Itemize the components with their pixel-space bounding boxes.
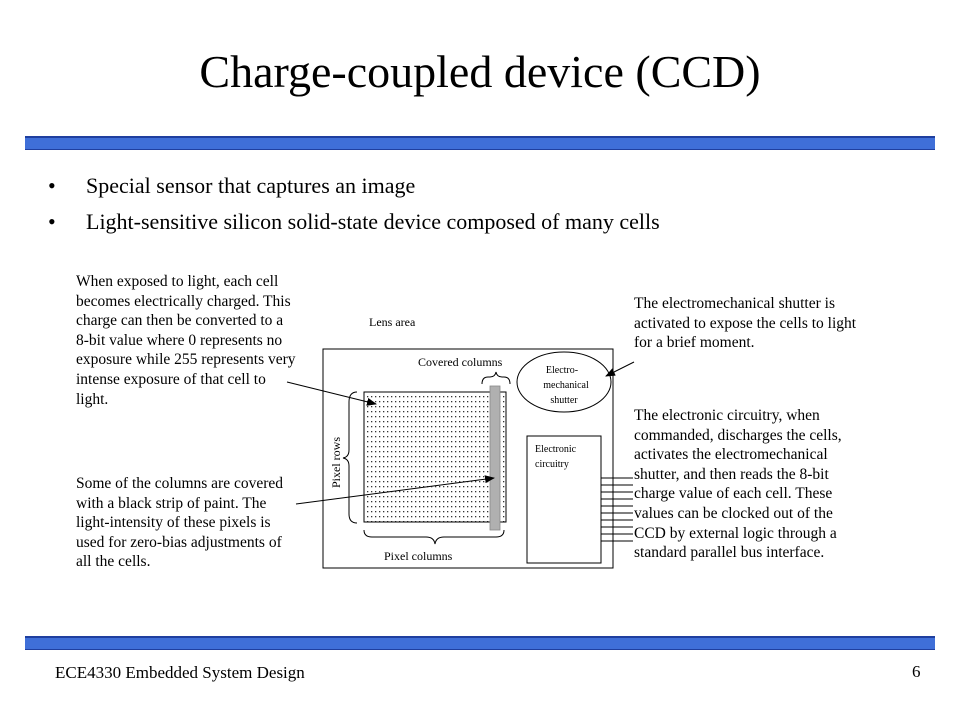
covered-columns-label: Covered columns <box>418 355 503 369</box>
electronic-circuitry-box <box>526 435 602 564</box>
pixel-rows-label: Pixel rows <box>329 437 343 488</box>
parallel-bus-lines <box>601 477 633 542</box>
shutter-label-3: shutter <box>550 395 578 406</box>
bullet-glyph: • <box>48 173 56 198</box>
page-number: 6 <box>912 662 921 681</box>
pixel-rows-brace <box>342 391 358 524</box>
circuitry-label-2: circuitry <box>535 459 569 470</box>
footer-course-name: ECE4330 Embedded System Design <box>55 663 305 682</box>
bullet-item: • Light-sensitive silicon solid-state dev… <box>48 204 660 240</box>
pixel-columns-label: Pixel columns <box>384 549 453 563</box>
covered-columns-strip <box>489 385 501 531</box>
covered-columns-description: Some of the columns are covered with a b… <box>76 475 284 571</box>
lens-area-label: Lens area <box>369 315 416 329</box>
bullet-list: • Special sensor that captures an image •… <box>48 168 660 240</box>
cell-charge-description: When exposed to light, each cell becomes… <box>76 273 296 408</box>
shutter-description: The electromechanical shutter is activat… <box>634 295 857 352</box>
bullet-text: Light-sensitive silicon solid-state devi… <box>86 209 660 234</box>
shutter-label-1: Electro- <box>546 365 578 376</box>
top-divider-bar <box>25 136 935 150</box>
cell-pointer-arrow <box>286 381 377 406</box>
bullet-glyph: • <box>48 209 56 234</box>
shutter-pointer-arrow <box>605 361 635 377</box>
covered-strip-pointer-arrow <box>295 475 495 505</box>
slide-title: Charge-coupled device (CCD) <box>199 46 761 97</box>
covered-columns-brace <box>481 371 511 385</box>
pixel-columns-brace <box>363 529 505 545</box>
pixel-grid <box>363 391 507 523</box>
electromechanical-shutter <box>516 351 612 413</box>
bottom-divider-bar <box>25 636 935 650</box>
circuitry-label-1: Electronic <box>535 444 577 455</box>
bullet-item: • Special sensor that captures an image <box>48 168 660 204</box>
shutter-label-2: mechanical <box>543 380 589 391</box>
circuitry-description: The electronic circuitry, when commanded… <box>634 407 842 562</box>
bullet-text: Special sensor that captures an image <box>86 173 416 198</box>
ccd-outer-frame <box>322 348 614 569</box>
